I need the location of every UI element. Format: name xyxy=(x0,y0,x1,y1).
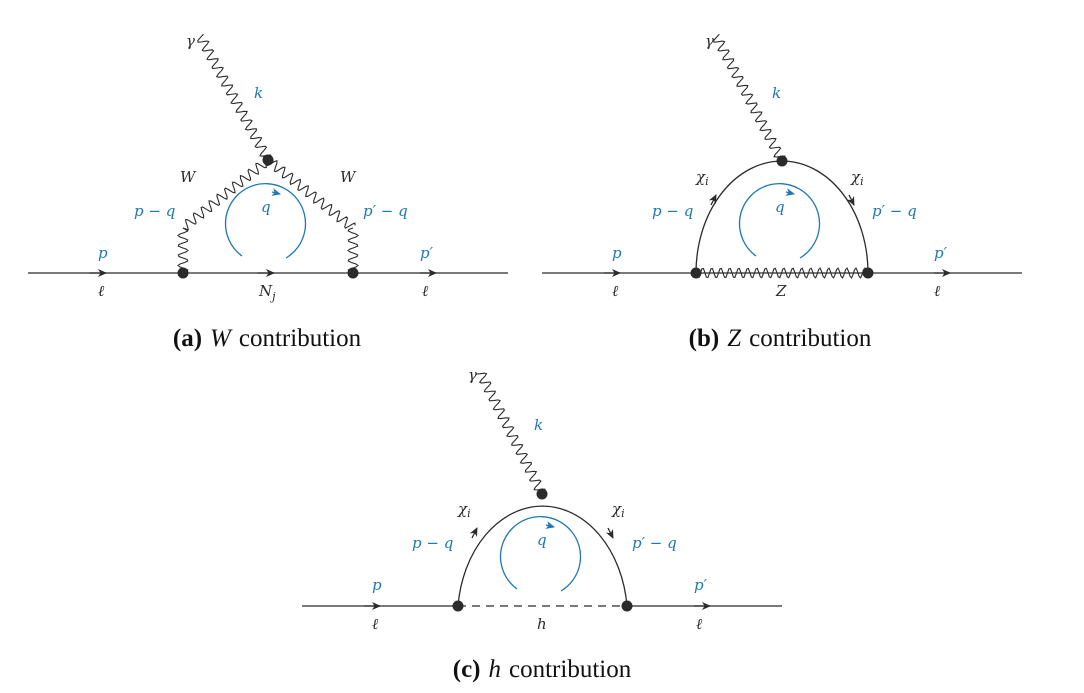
loop-arrow-b xyxy=(785,188,795,196)
incoming-momentum-label-b: p xyxy=(612,244,622,262)
photon-momentum-label-a: k xyxy=(254,84,263,102)
w-boson-right-lower-a xyxy=(347,227,359,274)
loop-momentum-label-b: q xyxy=(775,198,785,216)
arrow-right-arc-b xyxy=(846,194,855,206)
z-boson-line-b xyxy=(695,267,869,279)
vertex-top-b xyxy=(776,155,788,167)
right-boson-label-b: χi xyxy=(850,168,864,188)
vertex-right-c xyxy=(621,600,633,612)
photon-momentum-label-c: k xyxy=(534,416,543,434)
arrow-left-arc-c xyxy=(469,527,478,539)
photon-line-c xyxy=(475,372,546,495)
left-momentum-label-b: p − q xyxy=(652,202,693,220)
vertex-top-a xyxy=(262,154,274,166)
incoming-particle-label-b: ℓ xyxy=(612,282,618,300)
outgoing-momentum-label-b: p′ xyxy=(934,244,948,262)
left-momentum-label-a: p − q xyxy=(134,202,175,220)
vertex-left-c xyxy=(452,600,464,612)
w-boson-left-lower-a xyxy=(177,227,189,274)
incoming-particle-label-c: ℓ xyxy=(372,615,378,633)
photon-line-b xyxy=(712,33,786,162)
right-boson-label-c: χi xyxy=(611,500,625,520)
scalar-loop-c xyxy=(457,505,628,607)
loop-momentum-arc-c xyxy=(499,516,582,592)
loop-momentum-label-a: q xyxy=(261,198,271,216)
left-boson-label-c: χi xyxy=(457,500,471,520)
diagram-c: γ k χi χi p − q p′ − q q p p′ ℓ ℓ h (c)h… xyxy=(302,366,782,683)
photon-label-c: γ xyxy=(468,366,477,384)
internal-line-label-a: Nj xyxy=(258,282,276,303)
right-boson-label-a: W xyxy=(340,168,357,186)
photon-label-a: γ xyxy=(186,32,195,50)
w-boson-right-upper-a xyxy=(266,159,356,229)
vertex-top-c xyxy=(536,488,548,500)
loop-arrow-a xyxy=(271,188,281,196)
right-momentum-label-b: p′ − q xyxy=(872,202,917,220)
left-boson-label-b: χi xyxy=(695,168,709,188)
loop-momentum-arc-a xyxy=(224,183,307,259)
photon-label-b: γ xyxy=(705,32,714,50)
loop-momentum-arc-b xyxy=(738,183,821,259)
internal-line-label-b: Z xyxy=(775,282,787,300)
arrow-right-arc-c xyxy=(605,527,614,539)
incoming-momentum-label-c: p xyxy=(372,576,382,594)
w-boson-left-upper-a xyxy=(182,156,268,231)
scalar-loop-b xyxy=(695,160,869,274)
arrow-left-arc-b xyxy=(708,194,717,206)
outgoing-momentum-label-c: p′ xyxy=(694,576,708,594)
photon-line-a xyxy=(197,33,272,161)
outgoing-particle-label-a: ℓ xyxy=(422,282,428,300)
outgoing-momentum-label-a: p′ xyxy=(420,244,434,262)
vertex-left-a xyxy=(177,267,189,279)
right-momentum-label-a: p′ − q xyxy=(363,202,408,220)
left-momentum-label-c: p − q xyxy=(412,534,453,552)
incoming-particle-label-a: ℓ xyxy=(98,282,104,300)
vertex-right-b xyxy=(862,267,874,279)
loop-momentum-label-c: q xyxy=(537,531,547,549)
outgoing-particle-label-b: ℓ xyxy=(934,282,940,300)
left-boson-label-a: W xyxy=(180,168,197,186)
incoming-momentum-label-a: p xyxy=(98,244,108,262)
internal-line-label-c: h xyxy=(537,615,547,633)
diagram-b: γ k χi χi p − q p′ − q q p p′ ℓ ℓ Z (b)Z… xyxy=(542,32,1022,352)
right-momentum-label-c: p′ − q xyxy=(632,534,677,552)
vertex-right-a xyxy=(347,267,359,279)
photon-momentum-label-b: k xyxy=(772,84,781,102)
outgoing-particle-label-c: ℓ xyxy=(696,615,702,633)
vertex-left-b xyxy=(690,267,702,279)
loop-arrow-c xyxy=(545,521,555,529)
